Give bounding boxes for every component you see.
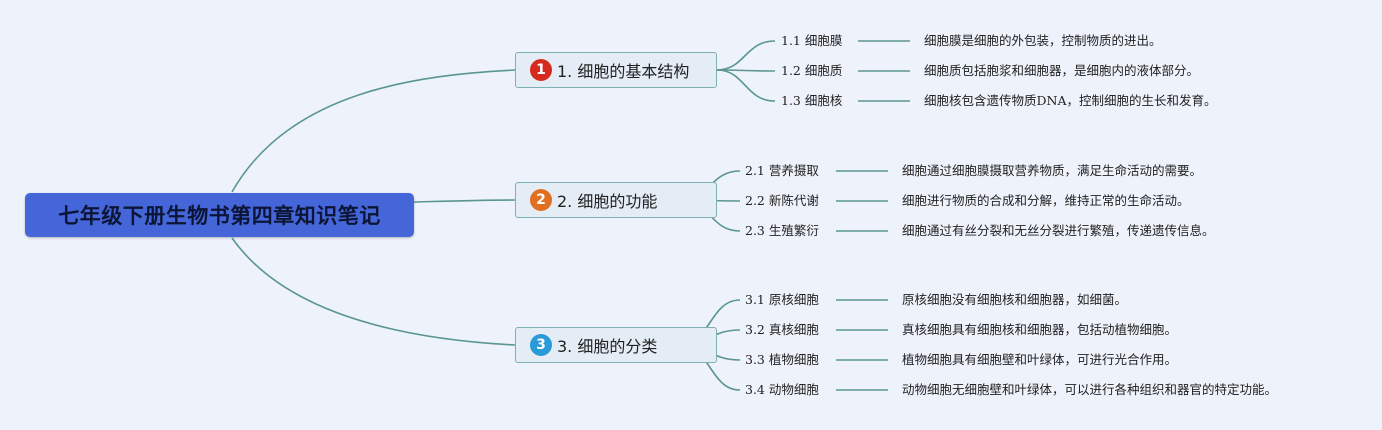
connector-branch-1-item-3	[716, 69, 776, 102]
detail-2-1[interactable]: 细胞通过细胞膜摄取营养物质，满足生命活动的需要。	[902, 163, 1203, 178]
subtopic-3-4[interactable]: 3.4 动物细胞	[745, 382, 819, 397]
detail-3-1[interactable]: 原核细胞没有细胞核和细胞器，如细菌。	[902, 292, 1128, 307]
subtopic-1-3[interactable]: 1.3 细胞核	[781, 93, 843, 108]
connector-root-branch-3	[231, 237, 516, 346]
subtopic-2-3[interactable]: 2.3 生殖繁衍	[745, 223, 819, 238]
root-title: 七年级下册生物书第四章知识笔记	[58, 204, 381, 228]
detail-1-2[interactable]: 细胞质包括胞浆和细胞器，是细胞内的液体部分。	[924, 63, 1200, 78]
connector-root-branch-1	[231, 69, 516, 193]
subtopic-2-1[interactable]: 2.1 营养摄取	[745, 163, 819, 178]
priority-1-icon: 1	[530, 59, 552, 81]
connector-root-branch-2	[413, 199, 516, 203]
subtopic-1-2[interactable]: 1.2 细胞质	[781, 63, 843, 78]
detail-2-3[interactable]: 细胞通过有丝分裂和无丝分裂进行繁殖，传递遗传信息。	[902, 223, 1215, 238]
detail-3-4[interactable]: 动物细胞无细胞壁和叶绿体，可以进行各种组织和器官的特定功能。	[902, 382, 1278, 397]
priority-2-icon: 2	[530, 189, 552, 211]
branch-label: 1. 细胞的基本结构	[557, 62, 690, 81]
priority-3-icon: 3	[530, 334, 552, 356]
detail-1-3[interactable]: 细胞核包含遗传物质DNA，控制细胞的生长和发育。	[924, 93, 1217, 108]
detail-2-2[interactable]: 细胞进行物质的合成和分解，维持正常的生命活动。	[902, 193, 1190, 208]
branch-label: 3. 细胞的分类	[557, 337, 658, 356]
branch-cell-classification[interactable]: 3 3. 细胞的分类	[515, 327, 717, 363]
subtopic-3-1[interactable]: 3.1 原核细胞	[745, 292, 819, 307]
subtopic-2-2[interactable]: 2.2 新陈代谢	[745, 193, 819, 208]
branch-label: 2. 细胞的功能	[557, 192, 658, 211]
detail-3-2[interactable]: 真核细胞具有细胞核和细胞器，包括动植物细胞。	[902, 322, 1178, 337]
subtopic-3-2[interactable]: 3.2 真核细胞	[745, 322, 819, 337]
root-topic[interactable]: 七年级下册生物书第四章知识笔记	[25, 193, 414, 237]
connector-branch-1-item-1	[716, 40, 776, 71]
subtopic-3-3[interactable]: 3.3 植物细胞	[745, 352, 819, 367]
branch-cell-structure[interactable]: 1 1. 细胞的基本结构	[515, 52, 717, 88]
detail-1-1[interactable]: 细胞膜是细胞的外包装，控制物质的进出。	[924, 33, 1162, 48]
subtopic-1-1[interactable]: 1.1 细胞膜	[781, 33, 843, 48]
branch-cell-function[interactable]: 2 2. 细胞的功能	[515, 182, 717, 218]
detail-3-3[interactable]: 植物细胞具有细胞壁和叶绿体，可进行光合作用。	[902, 352, 1178, 367]
